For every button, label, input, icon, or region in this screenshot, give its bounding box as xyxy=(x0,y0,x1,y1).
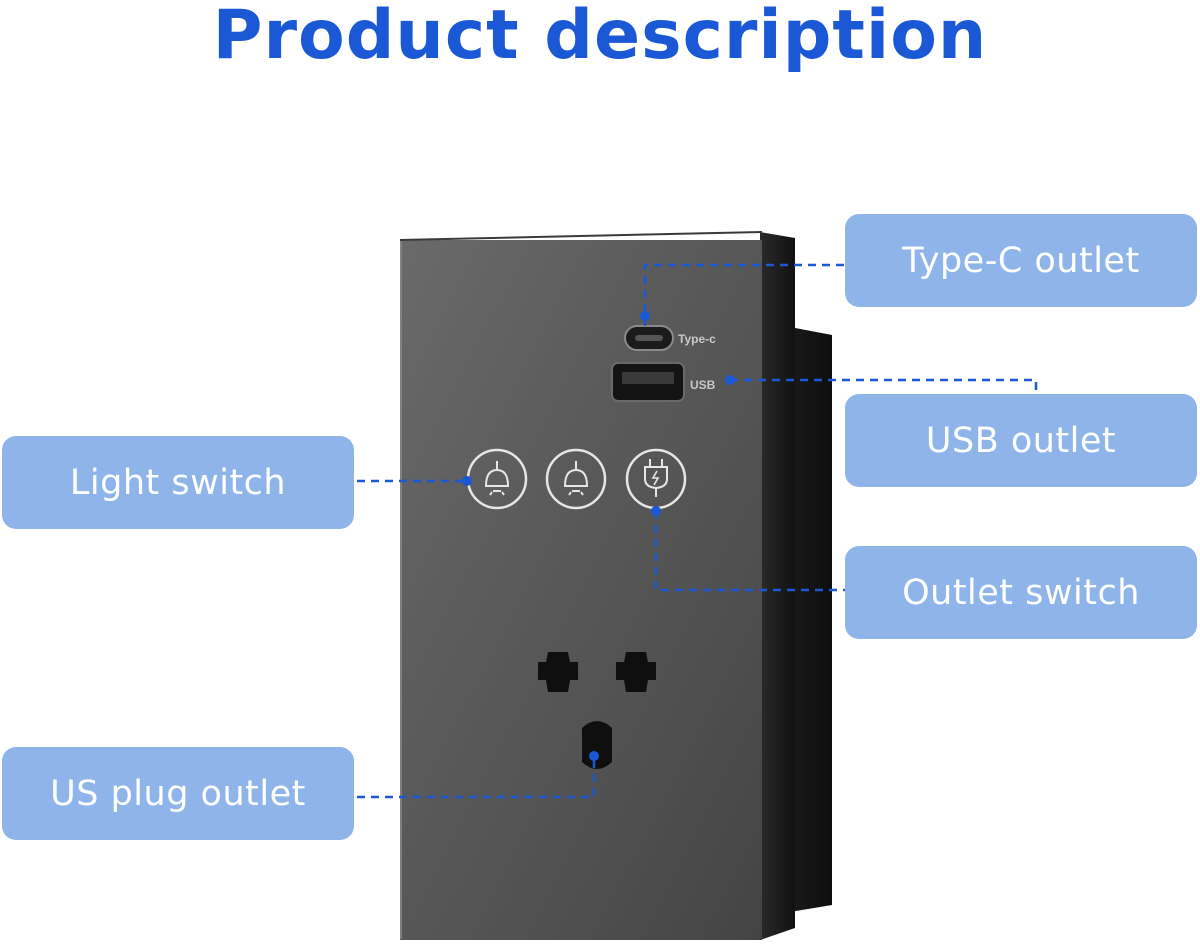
panel-face xyxy=(400,240,762,940)
callout-light-switch: Light switch xyxy=(2,436,354,529)
mounting-box xyxy=(790,327,832,912)
type-c-port-label: Type-c xyxy=(678,332,716,346)
callout-type-c-outlet: Type-C outlet xyxy=(845,214,1197,307)
usb-port-label: USB xyxy=(690,378,716,392)
callout-label: Outlet switch xyxy=(902,572,1140,613)
panel-side-edge xyxy=(760,232,795,940)
callout-label: Light switch xyxy=(69,462,287,503)
callout-label: USB outlet xyxy=(925,420,1117,461)
leader-usb xyxy=(730,378,1038,394)
light-bulb-icon xyxy=(484,461,510,496)
callout-label: Type-C outlet xyxy=(902,240,1140,281)
power-plug-icon xyxy=(644,459,668,497)
type-c-port xyxy=(624,325,674,351)
page-title: Product description xyxy=(212,0,988,75)
callout-us-plug-outlet: US plug outlet xyxy=(2,747,354,840)
light-switch-button-2 xyxy=(545,448,607,510)
light-bulb-icon xyxy=(563,461,589,496)
callout-usb-outlet: USB outlet xyxy=(845,394,1197,487)
callout-outlet-switch: Outlet switch xyxy=(845,546,1197,639)
leader-dots xyxy=(462,311,735,761)
leader-type-c xyxy=(643,263,845,326)
usb-port xyxy=(611,362,685,402)
callout-label: US plug outlet xyxy=(50,773,306,814)
leader-lines xyxy=(357,263,1038,799)
